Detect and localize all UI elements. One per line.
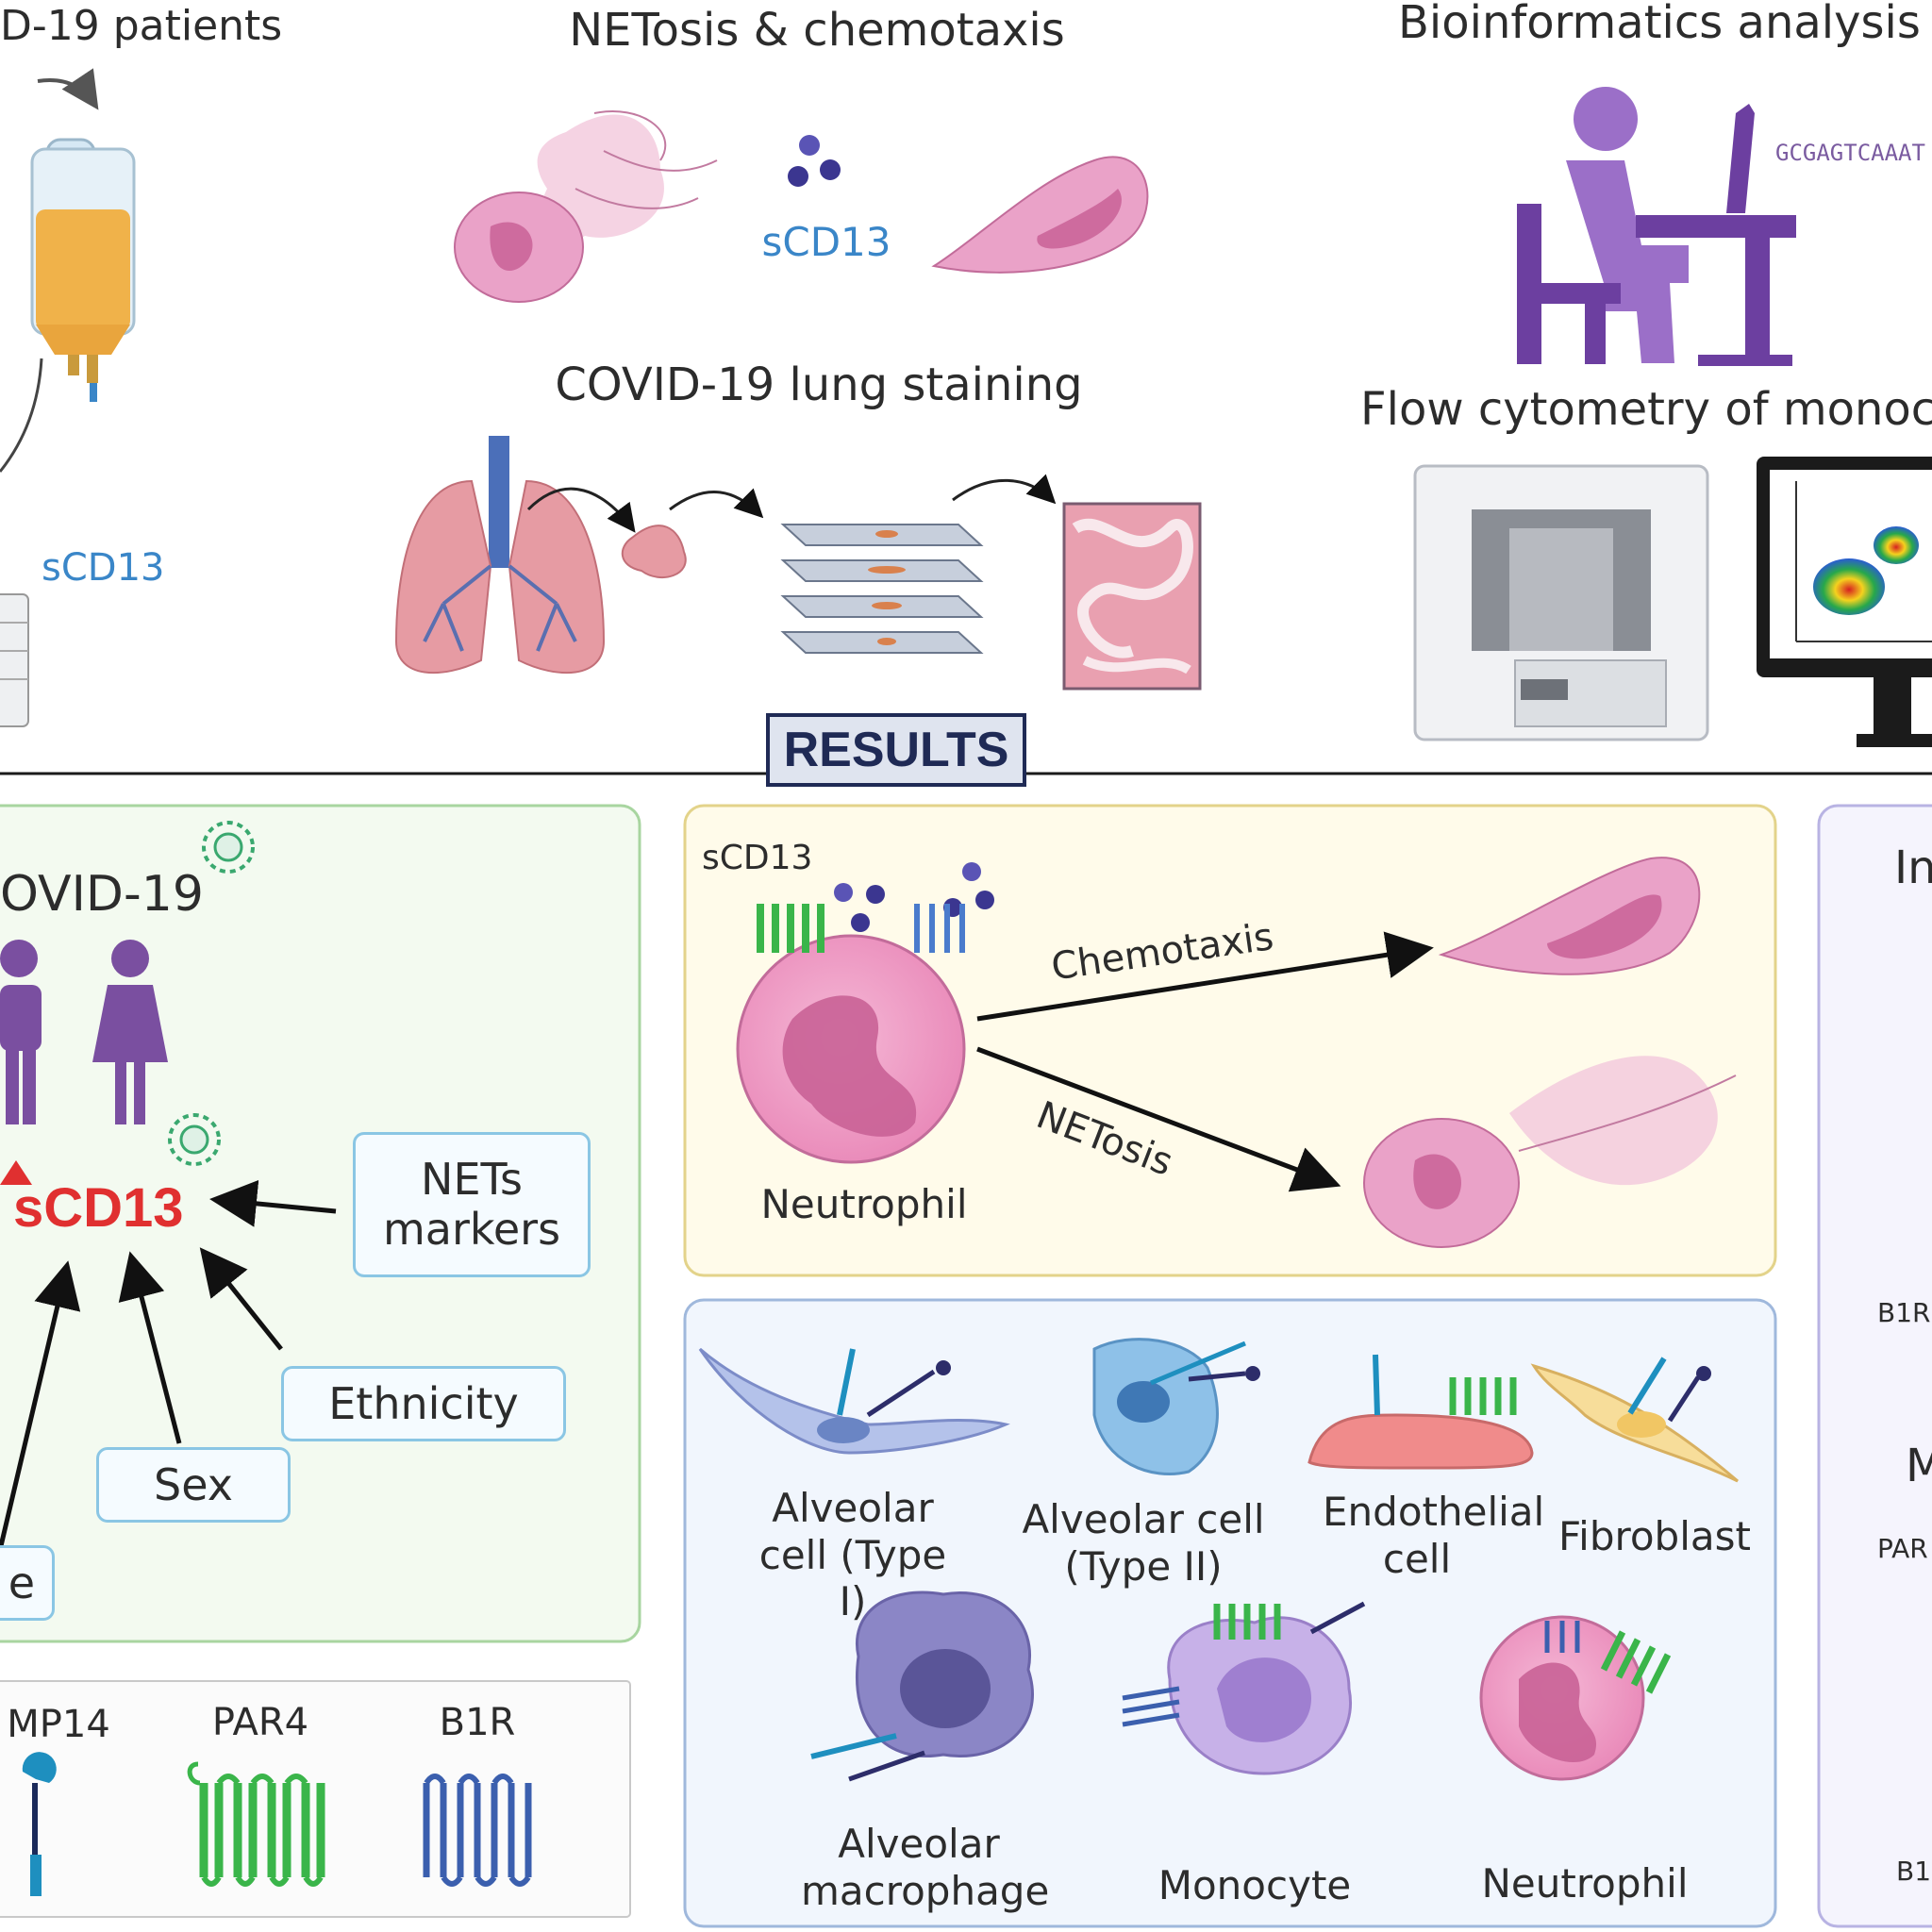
par-fragment-label: PAR [1877,1533,1928,1564]
par4-label: PAR4 [211,1701,309,1744]
scd13-label: sCD13 [702,839,813,877]
scd13-molecules-icon [788,135,841,187]
sex-box: Sex [96,1447,291,1523]
up-arrow-icon [0,1160,32,1185]
female-person-icon [92,940,168,1124]
lungs-icon [394,436,764,675]
netosis-arrow [976,1046,1341,1192]
migrating-neutrophil-illustration [931,156,1149,274]
fibroblast-illustration [1530,1357,1739,1483]
netosis-section-title: NETosis & chemotaxis [569,4,1065,57]
stained-tissue-icon [1062,502,1202,691]
alveolar-macrophage-label: Alveolar macrophage [801,1821,1050,1914]
mmp14-receptor-icon [22,1752,57,1896]
results-banner: RESULTS [766,713,1026,787]
b1r-receptor-icon [423,1774,532,1887]
netosis-cell-illustration [454,110,718,303]
right-panel-title-fragment: In [1894,841,1932,894]
alveolar-type1-label: Alveolar cell (Type I) [758,1485,947,1625]
chemotaxis-arrow [976,931,1434,1022]
scd13-label: sCD13 [42,546,165,590]
virus-icon [202,821,255,874]
monocyte-illustration [1122,1601,1366,1775]
migrating-neutrophil-illustration [1438,857,1701,975]
alveolar-macrophage-illustration [810,1591,1034,1782]
lung-staining-section-title: COVID-19 lung staining [555,358,1083,411]
b1-fragment-label: B1 [1896,1856,1932,1887]
male-person-icon [0,940,42,1124]
neutrophil-label: Neutrophil [1481,1860,1689,1907]
alveolar-type2-label: Alveolar cell (Type II) [1022,1496,1265,1590]
scd13-label: sCD13 [761,219,891,265]
alveolar-type2-cell-illustration [1092,1338,1260,1475]
bioinformatics-section-title: Bioinformatics analysis [1398,0,1921,49]
receptor-legend-panel [0,1680,631,1918]
scd13-center-label: sCD13 [13,1177,184,1239]
factor-arrows [0,1179,337,1560]
endothelial-cell-label: Endothelial cell [1323,1489,1545,1582]
right-partial-panel [1817,804,1932,1928]
alveolar-type1-cell-illustration [698,1347,1010,1455]
flow-cytometry-section-title: Flow cytometry of monoc [1360,383,1932,436]
person-at-computer-icon [1517,87,1796,366]
blood-bag-icon [0,68,136,473]
endothelial-cell-illustration [1307,1354,1534,1470]
mmp14-label: MP14 [7,1703,110,1746]
netosis-cell-illustration [1363,1056,1737,1248]
monitor-with-flow-plot-icon [1757,457,1932,747]
right-panel-subtitle-fragment: M [1906,1440,1932,1492]
patients-section-title: D-19 patients [0,2,283,50]
neutrophil-illustration [1479,1615,1672,1781]
stacked-slides-icon [780,474,1057,654]
par4-receptor-icon [187,1761,325,1887]
neutrophil-illustration [736,904,966,1164]
dna-sequence-text: GCGAGTCAAAT [1775,140,1925,166]
fibroblast-label: Fibroblast [1558,1513,1751,1559]
ethnicity-box: Ethnicity [281,1366,566,1441]
covid19-panel-title: OVID-19 [0,866,204,923]
nets-markers-box: NETs markers [353,1132,591,1277]
age-box: e [0,1545,55,1621]
analyzer-machine-icon [0,593,29,727]
monocyte-label: Monocyte [1158,1862,1352,1908]
b1r-fragment-label: B1R [1877,1297,1931,1328]
b1r-label: B1R [439,1701,516,1744]
neutrophil-label: Neutrophil [760,1181,968,1227]
flow-cytometer-icon [1413,464,1709,741]
virus-icon [168,1113,221,1166]
